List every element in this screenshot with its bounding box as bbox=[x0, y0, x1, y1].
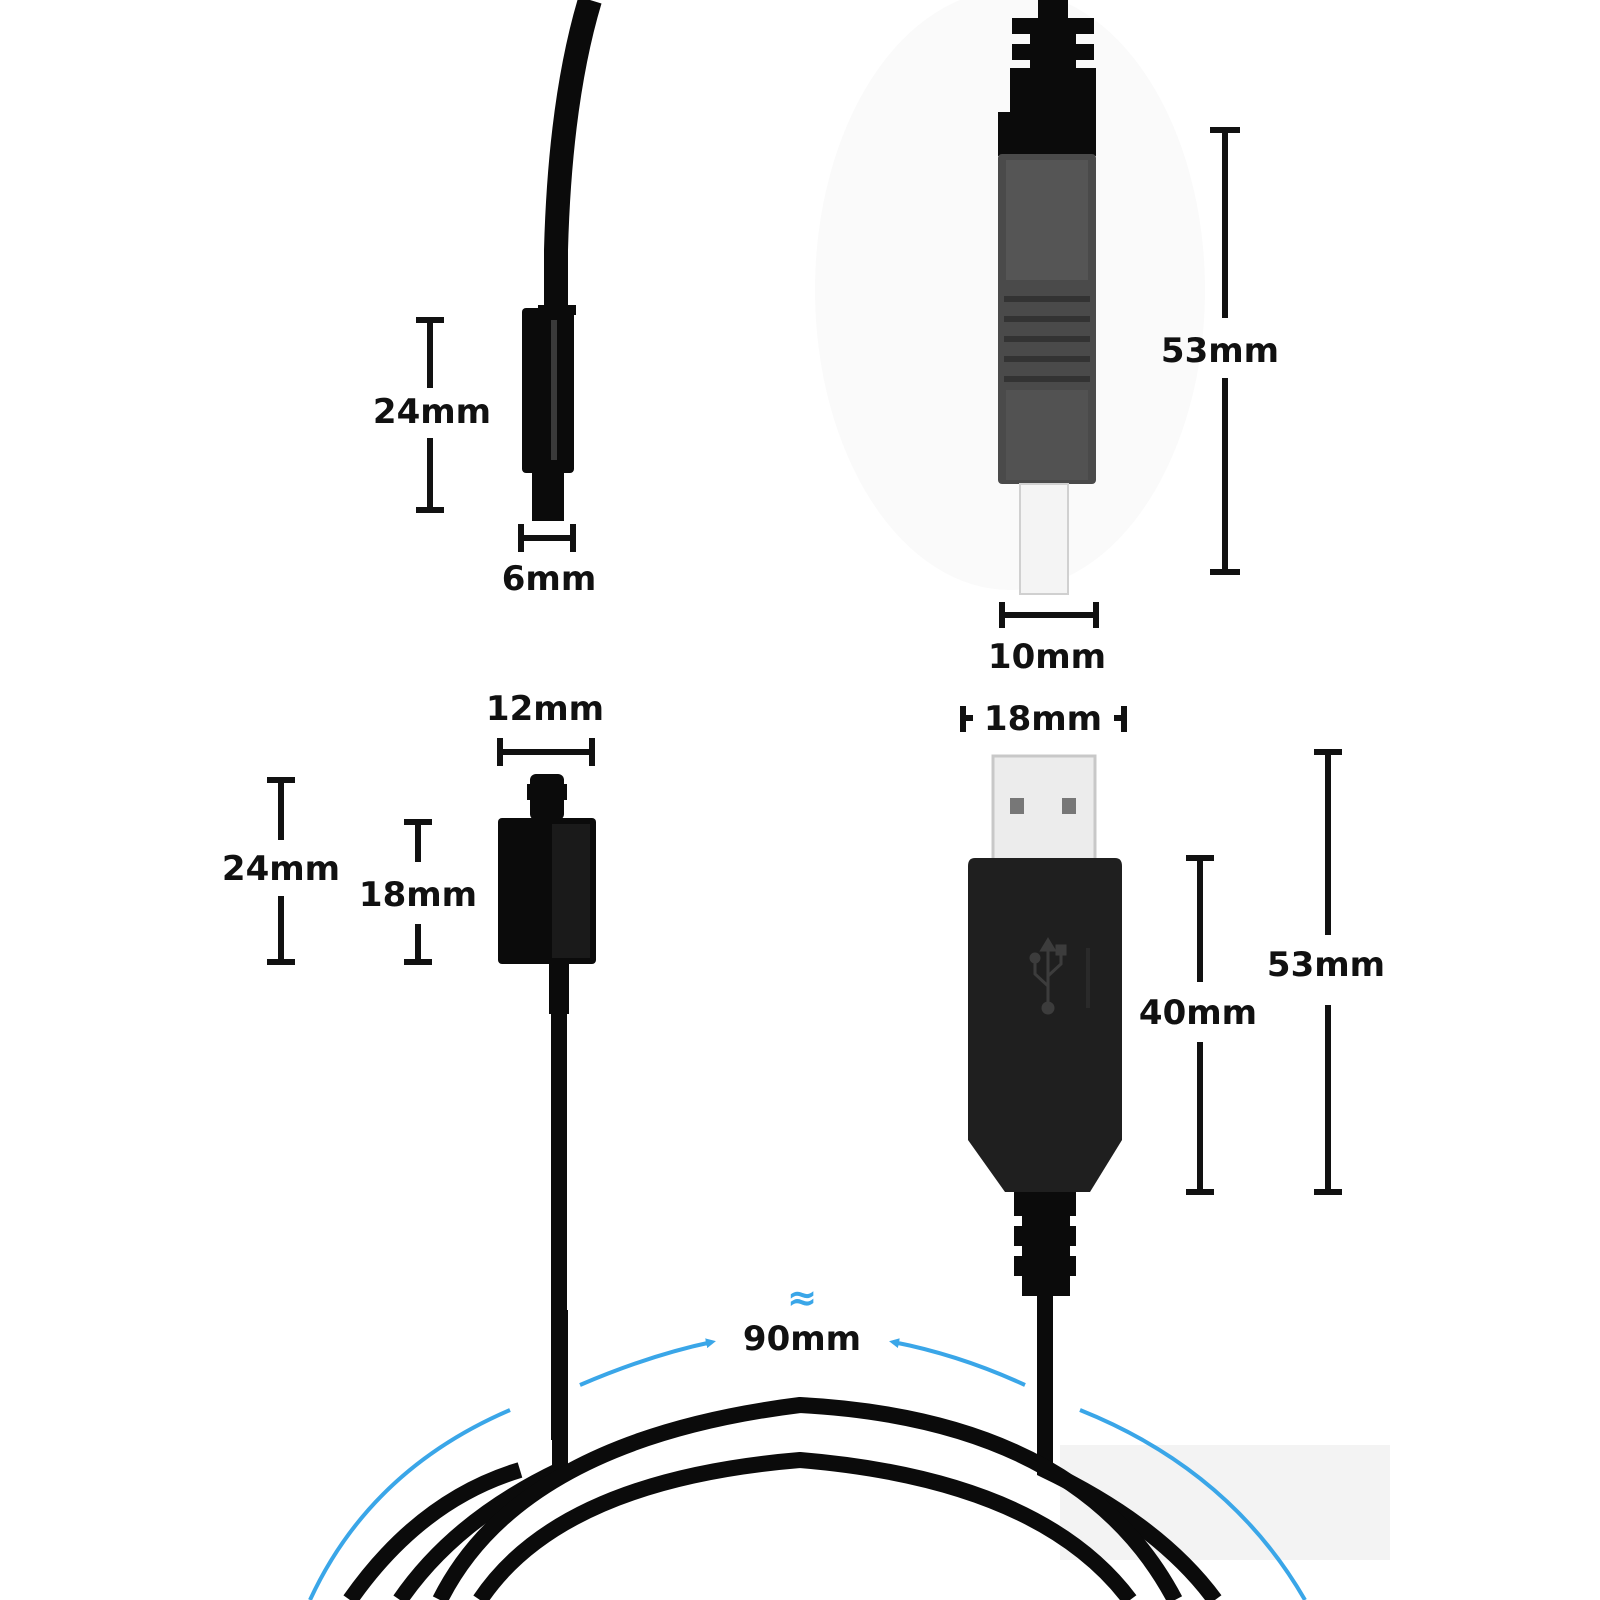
usb-body-length-dimension bbox=[1186, 855, 1214, 1195]
micro-body-length-dimension bbox=[404, 819, 432, 965]
dc-pin-diameter-label: 6mm bbox=[502, 559, 597, 599]
usb-plug-body bbox=[968, 858, 1122, 1192]
usb-total-length-dimension bbox=[1314, 749, 1342, 1195]
usb-trident-icon bbox=[1029, 937, 1067, 1015]
usb-body-length-label: 40mm bbox=[1139, 993, 1257, 1033]
approx-symbol: ≈ bbox=[787, 1278, 817, 1319]
micro-total-length-label: 24mm bbox=[222, 849, 340, 889]
micro-connector bbox=[498, 774, 596, 1440]
dc-body-length-dimension bbox=[416, 317, 444, 513]
dc-connector-pin bbox=[532, 473, 564, 521]
dc-connector-body bbox=[522, 308, 574, 473]
plug-b-collar bbox=[998, 112, 1096, 156]
dc-barrel-connector bbox=[522, 0, 602, 521]
plug-b-tip bbox=[1019, 483, 1069, 595]
coil-diameter-arc bbox=[308, 1338, 1307, 1600]
b-type-plug bbox=[998, 0, 1096, 595]
usb-dimension-top bbox=[960, 706, 1127, 732]
usb-width-label: 18mm bbox=[984, 699, 1102, 739]
dc-pin-diameter-dimension bbox=[518, 524, 576, 552]
usb-total-length-label: 53mm bbox=[1267, 945, 1385, 985]
plug-b-length-label: 53mm bbox=[1161, 331, 1279, 371]
micro-body-length-label: 18mm bbox=[359, 875, 477, 915]
plug-b-width-dimension bbox=[999, 602, 1099, 628]
micro-head-width-dimension bbox=[497, 738, 595, 766]
plug-b-width-label: 10mm bbox=[988, 637, 1106, 677]
usb-metal-shell bbox=[991, 754, 1097, 862]
dc-body-length-label: 24mm bbox=[373, 392, 491, 432]
coil-diameter-label: 90mm bbox=[743, 1319, 861, 1359]
plug-b-length-dimension bbox=[1210, 127, 1240, 575]
usb-a-plug bbox=[968, 754, 1122, 1440]
micro-head-width-label: 12mm bbox=[486, 689, 604, 729]
cable-coil bbox=[343, 1310, 1222, 1600]
micro-total-length-dimension bbox=[267, 777, 295, 965]
